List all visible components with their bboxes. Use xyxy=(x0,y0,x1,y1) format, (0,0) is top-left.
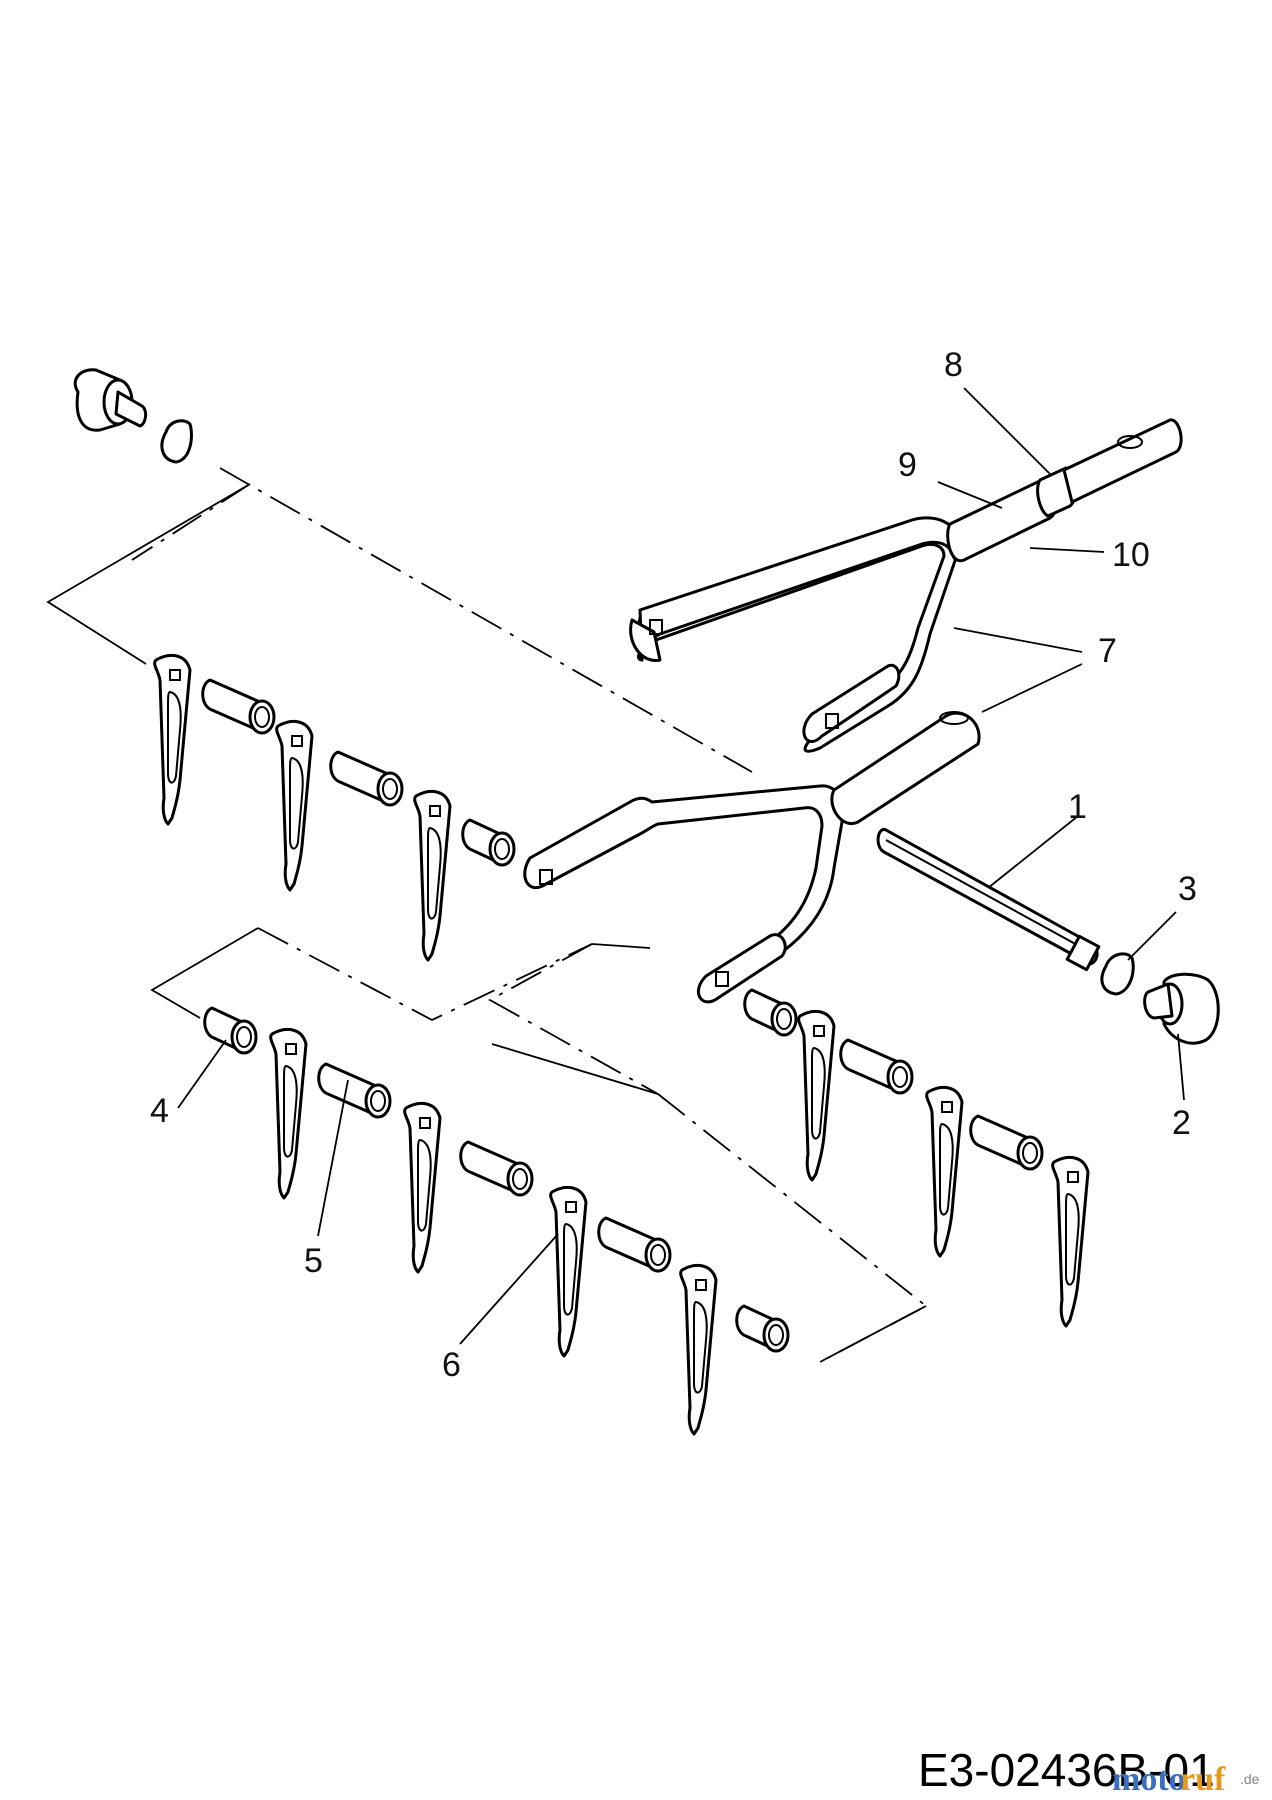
drawing-code: E3-02436B-01 xyxy=(918,1744,1215,1796)
watermark-part2: ruf xyxy=(1180,1761,1226,1798)
callout-7: 7 xyxy=(1098,632,1117,670)
spacer xyxy=(735,1304,790,1353)
fork-upper xyxy=(629,418,1183,753)
watermark-logo: moto ruf .de xyxy=(1112,1761,1260,1798)
spacer xyxy=(743,988,798,1037)
spacer xyxy=(461,818,516,867)
tine xyxy=(269,1027,308,1200)
assembly-lines xyxy=(46,467,928,1363)
callout-9: 9 xyxy=(898,446,917,484)
callout-2: 2 xyxy=(1172,1104,1191,1142)
callout-10: 10 xyxy=(1112,536,1150,574)
tine xyxy=(549,1185,588,1358)
spacer xyxy=(459,1140,534,1197)
watermark-part1: moto xyxy=(1112,1761,1186,1798)
callout-6: 6 xyxy=(442,1346,461,1384)
spacer xyxy=(329,750,404,807)
fork-lower xyxy=(523,711,981,1004)
spacer xyxy=(203,1006,258,1055)
callouts: 1 2 3 4 5 6 7 8 9 10 xyxy=(150,346,1197,1384)
spacer xyxy=(969,1114,1044,1171)
hub-cap-left xyxy=(73,368,148,432)
tine xyxy=(925,1085,964,1258)
tine xyxy=(403,1101,442,1274)
tine xyxy=(1051,1155,1090,1328)
hub-cap-right xyxy=(1143,972,1220,1045)
watermark-suffix: .de xyxy=(1240,1771,1260,1787)
clip-right xyxy=(1100,952,1135,996)
callout-4: 4 xyxy=(150,1092,169,1130)
spacer xyxy=(201,678,276,735)
clip-left xyxy=(160,419,193,464)
tine xyxy=(275,719,314,892)
spacer xyxy=(317,1062,392,1119)
callout-8: 8 xyxy=(944,346,963,384)
spacer xyxy=(597,1216,672,1273)
tine xyxy=(679,1263,718,1436)
tines-lower-right xyxy=(743,988,1090,1328)
tine xyxy=(153,653,192,826)
callout-1: 1 xyxy=(1068,788,1087,826)
axle xyxy=(876,828,1101,972)
callout-5: 5 xyxy=(304,1242,323,1280)
tines-lower-left xyxy=(203,1006,790,1436)
leader-lines xyxy=(177,387,1185,1345)
tines-upper-row xyxy=(153,653,516,962)
tine xyxy=(797,1009,836,1182)
callout-3: 3 xyxy=(1178,870,1197,908)
tine xyxy=(413,789,452,962)
spacer xyxy=(839,1038,914,1095)
